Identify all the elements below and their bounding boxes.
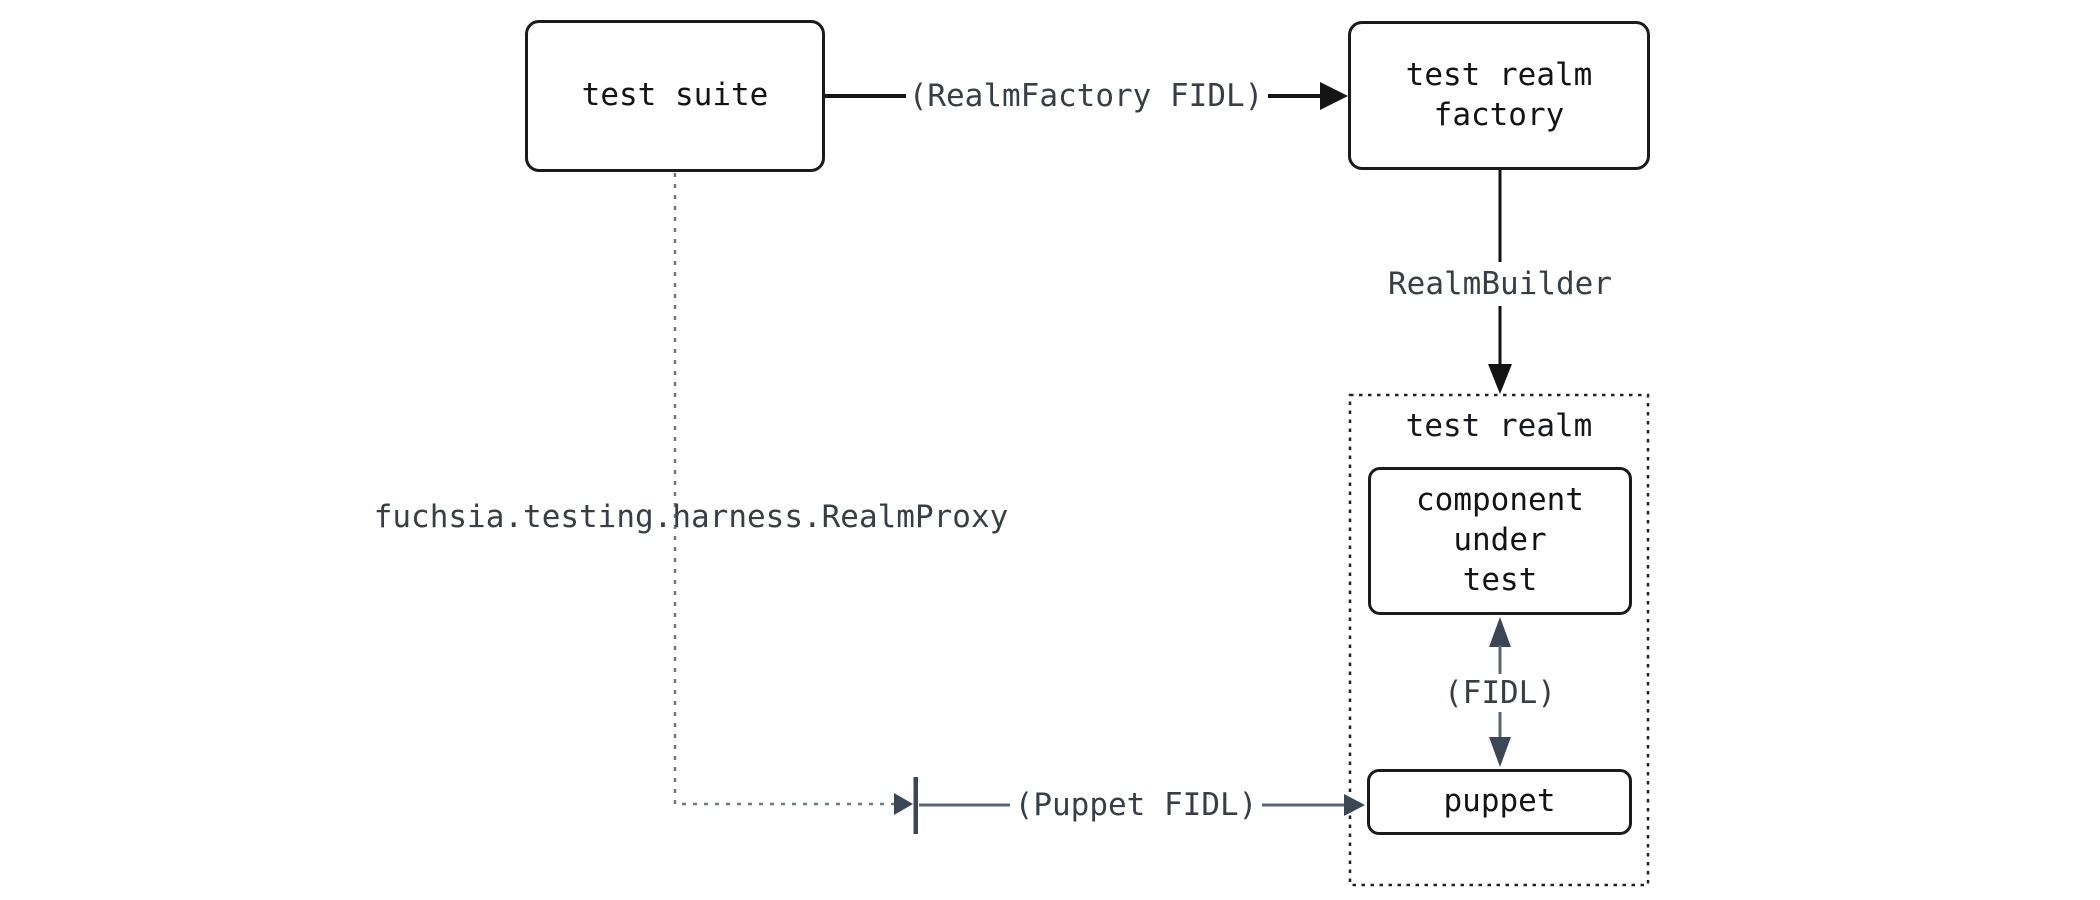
puppet-fidl-arrowhead-icon: [1344, 794, 1365, 816]
edge-label-realm-builder: RealmBuilder: [1388, 266, 1612, 302]
fidl-arrowhead-down-icon: [1489, 737, 1511, 767]
realm-proxy-dashed-path: [673, 173, 918, 834]
realm-proxy-dashed-line: [673, 173, 894, 806]
test-realm-container-outline: [1348, 393, 1650, 887]
edge-label-puppet-fidl: (Puppet FIDL): [1014, 787, 1258, 823]
edge-label-fidl: (FIDL): [1444, 675, 1556, 711]
node-test-suite: test suite: [525, 20, 825, 172]
puppet-fidl-arrow: [919, 794, 1365, 816]
realm-builder-arrow: [1488, 170, 1512, 394]
node-puppet: puppet: [1367, 769, 1632, 835]
realm-factory-fidl-arrowhead-icon: [1320, 82, 1348, 110]
realm-proxy-arrowhead-icon: [894, 793, 913, 815]
fidl-bidirectional-arrow: [1489, 617, 1511, 767]
realm-factory-fidl-arrow: [824, 82, 1348, 110]
test-realm-container-title: test realm: [1405, 408, 1593, 444]
realm-proxy-tick-mark: [913, 777, 918, 834]
node-test-realm-factory: test realm factory: [1348, 21, 1650, 170]
realm-builder-arrowhead-icon: [1488, 364, 1512, 394]
edge-label-realm-proxy: fuchsia.testing.harness.RealmProxy: [373, 499, 1009, 535]
node-component-under-test: component under test: [1368, 467, 1632, 615]
edge-label-realm-factory-fidl: (RealmFactory FIDL): [908, 78, 1264, 114]
fidl-arrowhead-up-icon: [1489, 617, 1511, 647]
